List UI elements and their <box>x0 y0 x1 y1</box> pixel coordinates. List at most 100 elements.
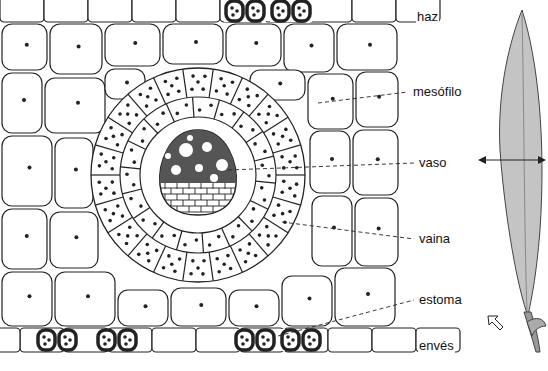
mesophyll-cell <box>55 138 93 208</box>
epidermis-cell <box>152 328 196 352</box>
chloroplast-dot <box>266 234 270 238</box>
phloem-wall <box>225 194 226 200</box>
chloroplast-dot <box>252 13 256 17</box>
chloroplast-dot <box>109 126 113 130</box>
chloroplast-dot <box>251 6 255 10</box>
chloroplast-dot <box>98 164 102 168</box>
chloroplast-dot <box>277 203 281 207</box>
chloroplast-dot <box>266 338 270 342</box>
chloroplast-dot <box>248 242 252 246</box>
chloroplast-dot <box>129 197 133 201</box>
part-label: vaina <box>418 231 451 247</box>
mesophyll-cell <box>2 272 52 326</box>
chloroplast-dot <box>126 103 130 107</box>
chloroplast-dot <box>121 214 125 218</box>
cell-wall <box>249 94 268 116</box>
epidermis-cell <box>44 0 88 22</box>
chloroplast-dot <box>112 135 116 139</box>
chloroplast-dot <box>286 335 290 339</box>
cell-wall <box>128 94 147 116</box>
chloroplast-dot <box>203 74 207 78</box>
mesophyll-cell <box>312 196 352 266</box>
chloroplast-dot <box>245 87 249 91</box>
mesophyll-cell <box>226 24 281 66</box>
guard-cell <box>257 330 274 350</box>
cell-wall <box>273 145 301 153</box>
phloem-wall <box>207 200 208 206</box>
cell-wall <box>209 252 213 281</box>
chloroplast-dot <box>240 335 244 339</box>
chloroplast-dot <box>377 95 381 99</box>
cell-wall <box>276 174 305 175</box>
chloroplast-dot <box>137 253 141 257</box>
chloroplast-dot <box>128 226 132 230</box>
chloroplast-dot <box>154 98 158 102</box>
chloroplast-dot <box>241 342 245 346</box>
chloroplast-dot <box>258 233 262 237</box>
chloroplast-dot <box>255 304 259 308</box>
chloroplast-dot <box>145 104 149 108</box>
chloroplast-dot <box>288 160 292 164</box>
chloroplast-dot <box>63 335 67 339</box>
chloroplast-dot <box>219 77 223 81</box>
chloroplast-dot <box>125 81 129 85</box>
phloem-wall <box>207 188 208 194</box>
leaf-midrib <box>522 14 527 314</box>
chloroplast-dot <box>208 243 212 247</box>
stoma-ground <box>270 0 312 22</box>
leader-line <box>282 222 414 239</box>
chloroplast-dot <box>238 98 242 102</box>
part-label: estoma <box>418 292 463 308</box>
chloroplast-dot <box>28 166 32 170</box>
chloroplast-dot <box>175 112 179 116</box>
chloroplast-dot <box>25 43 29 47</box>
leaf-sheath <box>527 319 546 336</box>
chloroplast-dot <box>239 124 243 128</box>
cell-wall <box>122 189 141 194</box>
chloroplast-dot <box>155 249 159 253</box>
chloroplast-dot <box>247 104 251 108</box>
phloem-wall <box>189 206 190 212</box>
chloroplast-dot <box>153 222 157 226</box>
part-label: vaso <box>418 155 447 171</box>
chloroplast-dot <box>217 270 221 274</box>
chloroplast-dot <box>287 342 291 346</box>
cell-wall <box>95 197 123 205</box>
arrow-head <box>538 156 546 164</box>
cell-wall <box>256 181 276 183</box>
cell-wall <box>209 69 213 98</box>
part-label: haz <box>416 9 439 25</box>
chloroplast-dot <box>215 257 219 261</box>
chloroplast-dot <box>235 9 239 13</box>
chloroplast-dot <box>128 338 132 342</box>
chloroplast-dot <box>139 93 143 97</box>
cell-wall <box>133 207 150 218</box>
chloroplast-dot <box>274 234 278 238</box>
phloem-wall <box>183 188 184 194</box>
chloroplast-dot <box>175 76 179 80</box>
chloroplast-dot <box>125 172 129 176</box>
epidermis-cell <box>176 0 220 22</box>
mesophyll-cell <box>45 78 105 133</box>
phloem-wall <box>155 194 245 195</box>
chloroplast-dot <box>202 259 206 263</box>
chloroplast-dot <box>126 234 130 238</box>
cell-wall <box>222 228 230 246</box>
chloroplast-dot <box>222 262 226 266</box>
chloroplast-dot <box>196 80 200 84</box>
mesophyll-cell <box>229 290 279 326</box>
mesophyll-cell <box>163 24 223 64</box>
chloroplast-dot <box>288 186 292 190</box>
chloroplast-dot <box>250 219 254 223</box>
mesophyll-cell <box>356 72 398 127</box>
chloroplast-dot <box>104 160 108 164</box>
mesophyll-cell <box>2 136 52 206</box>
chloroplast-dot <box>288 210 292 214</box>
chloroplast-dot <box>110 180 114 184</box>
phloem-wall <box>213 194 214 200</box>
phloem-wall <box>231 200 232 206</box>
phloem-wall <box>155 188 245 189</box>
mesophyll-cell <box>171 288 226 326</box>
chloroplast-dot <box>245 338 249 342</box>
chloroplast-dot <box>246 95 250 99</box>
